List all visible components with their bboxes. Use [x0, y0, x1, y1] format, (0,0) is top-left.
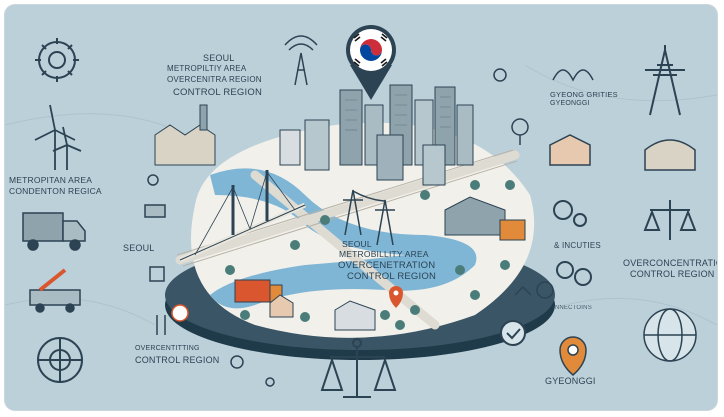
label-center-1: SEOUL — [342, 239, 372, 249]
label-seoul-metro-1: SEOUL — [203, 53, 235, 63]
label-left-metro-2: CONDENTON REGICA — [9, 186, 102, 196]
infographic-art — [5, 25, 717, 398]
label-center-4: CONTROL REGION — [347, 271, 437, 282]
map-pin-icon — [559, 336, 587, 376]
truck-icon — [22, 212, 86, 251]
houses — [269, 294, 376, 331]
label-left-bottom-2: CONTROL REGION — [135, 355, 220, 365]
label-seoul-metro-3: OVERCENITRA REGION — [167, 75, 262, 84]
label-right-industries: & INCUTIES — [554, 241, 601, 250]
barn-icons — [549, 134, 696, 171]
small-icons-left — [144, 174, 275, 387]
infographic-frame: SEOUL METROPILTIY AREA OVERCENITRA REGIO… — [5, 5, 717, 410]
label-right-top-1: GYEONG GRITIES — [550, 90, 618, 99]
cable-bridge — [178, 170, 307, 263]
label-right-over-2: CONTROL REGION — [630, 269, 715, 279]
compass-icon — [37, 337, 83, 383]
label-seoul-metro-2: METROPILTIY AREA — [167, 64, 247, 73]
scales-icon — [320, 338, 397, 398]
globe-icon — [643, 308, 697, 362]
label-right-small: INNECTOINS — [553, 305, 592, 311]
roads — [175, 150, 520, 330]
gear-icon-right — [553, 200, 592, 286]
check-badge-icon — [500, 320, 526, 346]
factory — [154, 104, 216, 166]
gear-icon — [35, 38, 79, 82]
background-lines — [5, 64, 717, 326]
crane-icon — [29, 268, 81, 313]
river-pylons — [343, 189, 395, 246]
river — [210, 168, 477, 309]
label-left-metro-1: METROPITAN AREA — [9, 175, 93, 185]
power-pylon-icon — [645, 45, 685, 116]
wind-turbine-icon — [34, 104, 82, 170]
city-skyline — [279, 84, 474, 186]
label-gyeonggi: GYEONGGI — [545, 376, 596, 386]
label-right-over-1: OVERCONCENTRATION — [623, 258, 717, 268]
label-seoul-metro-4: CONTROL REGION — [173, 87, 263, 98]
warehouse — [444, 196, 526, 241]
trees — [225, 180, 515, 330]
label-right-top-2: GYEONGGI — [550, 100, 590, 107]
location-pin — [389, 286, 403, 308]
vault-icon — [514, 281, 554, 299]
label-center-2: METROBILLITY AREA — [339, 249, 429, 259]
radio-tower-icon — [284, 35, 318, 86]
balance-icon-right — [643, 200, 697, 240]
label-center-3: OVERCENETRATION — [338, 260, 436, 271]
label-seoul-left: SEOUL — [123, 243, 155, 253]
label-left-bottom-1: OVERCENTITTING — [135, 345, 200, 352]
gyeonggi-icon-cluster — [493, 68, 594, 145]
korea-flag-pin-icon — [346, 25, 396, 100]
